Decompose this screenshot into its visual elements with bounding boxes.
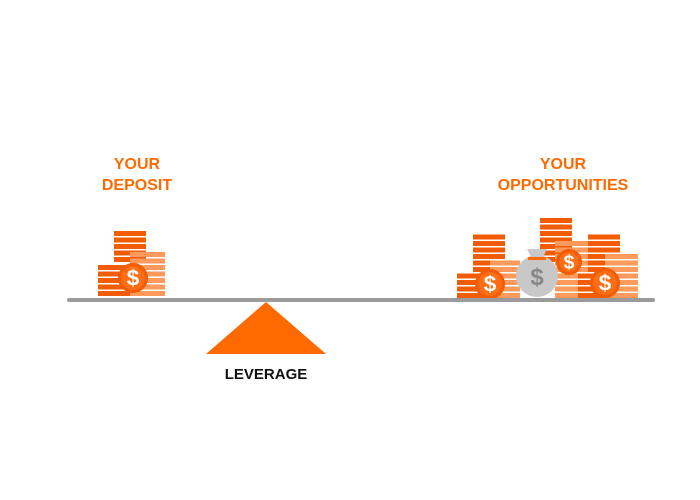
coin-stack-icon xyxy=(578,273,592,298)
coin-layer xyxy=(588,254,620,259)
leverage-label: LEVERAGE xyxy=(224,366,308,383)
coin-layer xyxy=(588,241,620,246)
coin-layer xyxy=(555,293,588,298)
money-bag-icon: $ xyxy=(516,249,558,297)
coin-layer xyxy=(473,247,505,253)
coin-stack-icon xyxy=(540,218,572,262)
coin-layer xyxy=(130,291,165,296)
coin-layer xyxy=(490,273,520,279)
coin-layer xyxy=(457,280,490,285)
coin-layer xyxy=(130,284,165,290)
coin-layer xyxy=(578,286,592,292)
coin-layer xyxy=(98,265,130,270)
coin-layer xyxy=(588,260,620,266)
dollar-coin-icon: $ xyxy=(590,268,620,298)
coin-inner xyxy=(478,272,502,296)
coin-layer xyxy=(555,286,588,292)
coin-layer xyxy=(98,278,130,283)
deposit-label-line1: YOUR xyxy=(113,156,161,173)
coin-inner xyxy=(559,252,579,272)
coin-layer xyxy=(555,241,588,246)
bag-tie xyxy=(528,257,546,260)
coin-layer xyxy=(555,273,588,279)
coin-layer xyxy=(555,280,588,285)
coin-stack-icon xyxy=(114,231,146,262)
coin-layer xyxy=(114,244,146,249)
coin-layer xyxy=(540,244,572,249)
dollar-sign: $ xyxy=(484,272,497,297)
coin-layer xyxy=(130,265,165,270)
coin-layer xyxy=(98,284,130,290)
coin-layer xyxy=(605,273,638,279)
coin-layer xyxy=(490,293,520,298)
coin-stack-icon xyxy=(457,273,490,298)
coin-layer xyxy=(540,237,572,243)
coin-stack-icon xyxy=(98,265,130,296)
opportunities-label-line2: OPPORTUNITIES xyxy=(497,177,629,194)
coin-layer xyxy=(540,257,572,262)
dollar-sign: $ xyxy=(530,264,544,291)
coin-inner xyxy=(593,271,617,295)
coin-layer xyxy=(588,234,620,240)
coin-layer xyxy=(605,267,638,272)
coin-layer xyxy=(114,237,146,243)
opportunities-label-line1: YOUR xyxy=(539,156,587,173)
coin-layer xyxy=(490,280,520,285)
coin-layer xyxy=(578,293,592,298)
coin-layer xyxy=(605,260,638,266)
coin-layer xyxy=(540,250,572,256)
opportunities-label: YOUR OPPORTUNITIES xyxy=(463,154,663,196)
dollar-sign: $ xyxy=(127,266,140,291)
coin-layer xyxy=(490,260,520,266)
coin-layer xyxy=(578,280,592,285)
coin-layer xyxy=(473,260,505,266)
coin-layer xyxy=(605,293,638,298)
deposit-label-line2: DEPOSIT xyxy=(101,177,173,194)
coin-layer xyxy=(588,247,620,253)
lever-beam xyxy=(67,298,655,302)
coin-layer xyxy=(605,286,638,292)
coin-layer xyxy=(457,293,490,298)
dollar-sign: $ xyxy=(599,271,612,296)
coin-layer xyxy=(130,258,165,264)
coin-layer xyxy=(473,234,505,240)
coin-stack-icon xyxy=(605,254,638,298)
coin-layer xyxy=(457,286,490,292)
coin-layer xyxy=(114,231,146,236)
dollar-coin-icon: $ xyxy=(118,263,148,293)
coin-layer xyxy=(540,224,572,230)
coin-layer xyxy=(98,271,130,277)
coin-stack-icon xyxy=(490,260,520,298)
coin-layer xyxy=(578,273,592,279)
coin-layer xyxy=(473,241,505,246)
coin-layer xyxy=(130,252,165,257)
coin-layer xyxy=(605,280,638,285)
coin-inner xyxy=(121,266,145,290)
coin-layer xyxy=(540,218,572,223)
dollar-sign: $ xyxy=(564,252,575,274)
coin-layer xyxy=(605,254,638,259)
fulcrum-triangle xyxy=(206,302,326,354)
coin-layer xyxy=(540,231,572,236)
dollar-coin-icon: $ xyxy=(475,269,505,299)
coin-layer xyxy=(473,254,505,259)
coin-layer xyxy=(457,273,490,279)
dollar-coin-icon: $ xyxy=(556,249,582,275)
coin-layer xyxy=(490,286,520,292)
coin-layer xyxy=(130,271,165,277)
bag-body xyxy=(516,255,558,297)
coin-layer xyxy=(490,267,520,272)
coin-layer xyxy=(98,291,130,296)
deposit-label: YOUR DEPOSIT xyxy=(37,154,237,196)
